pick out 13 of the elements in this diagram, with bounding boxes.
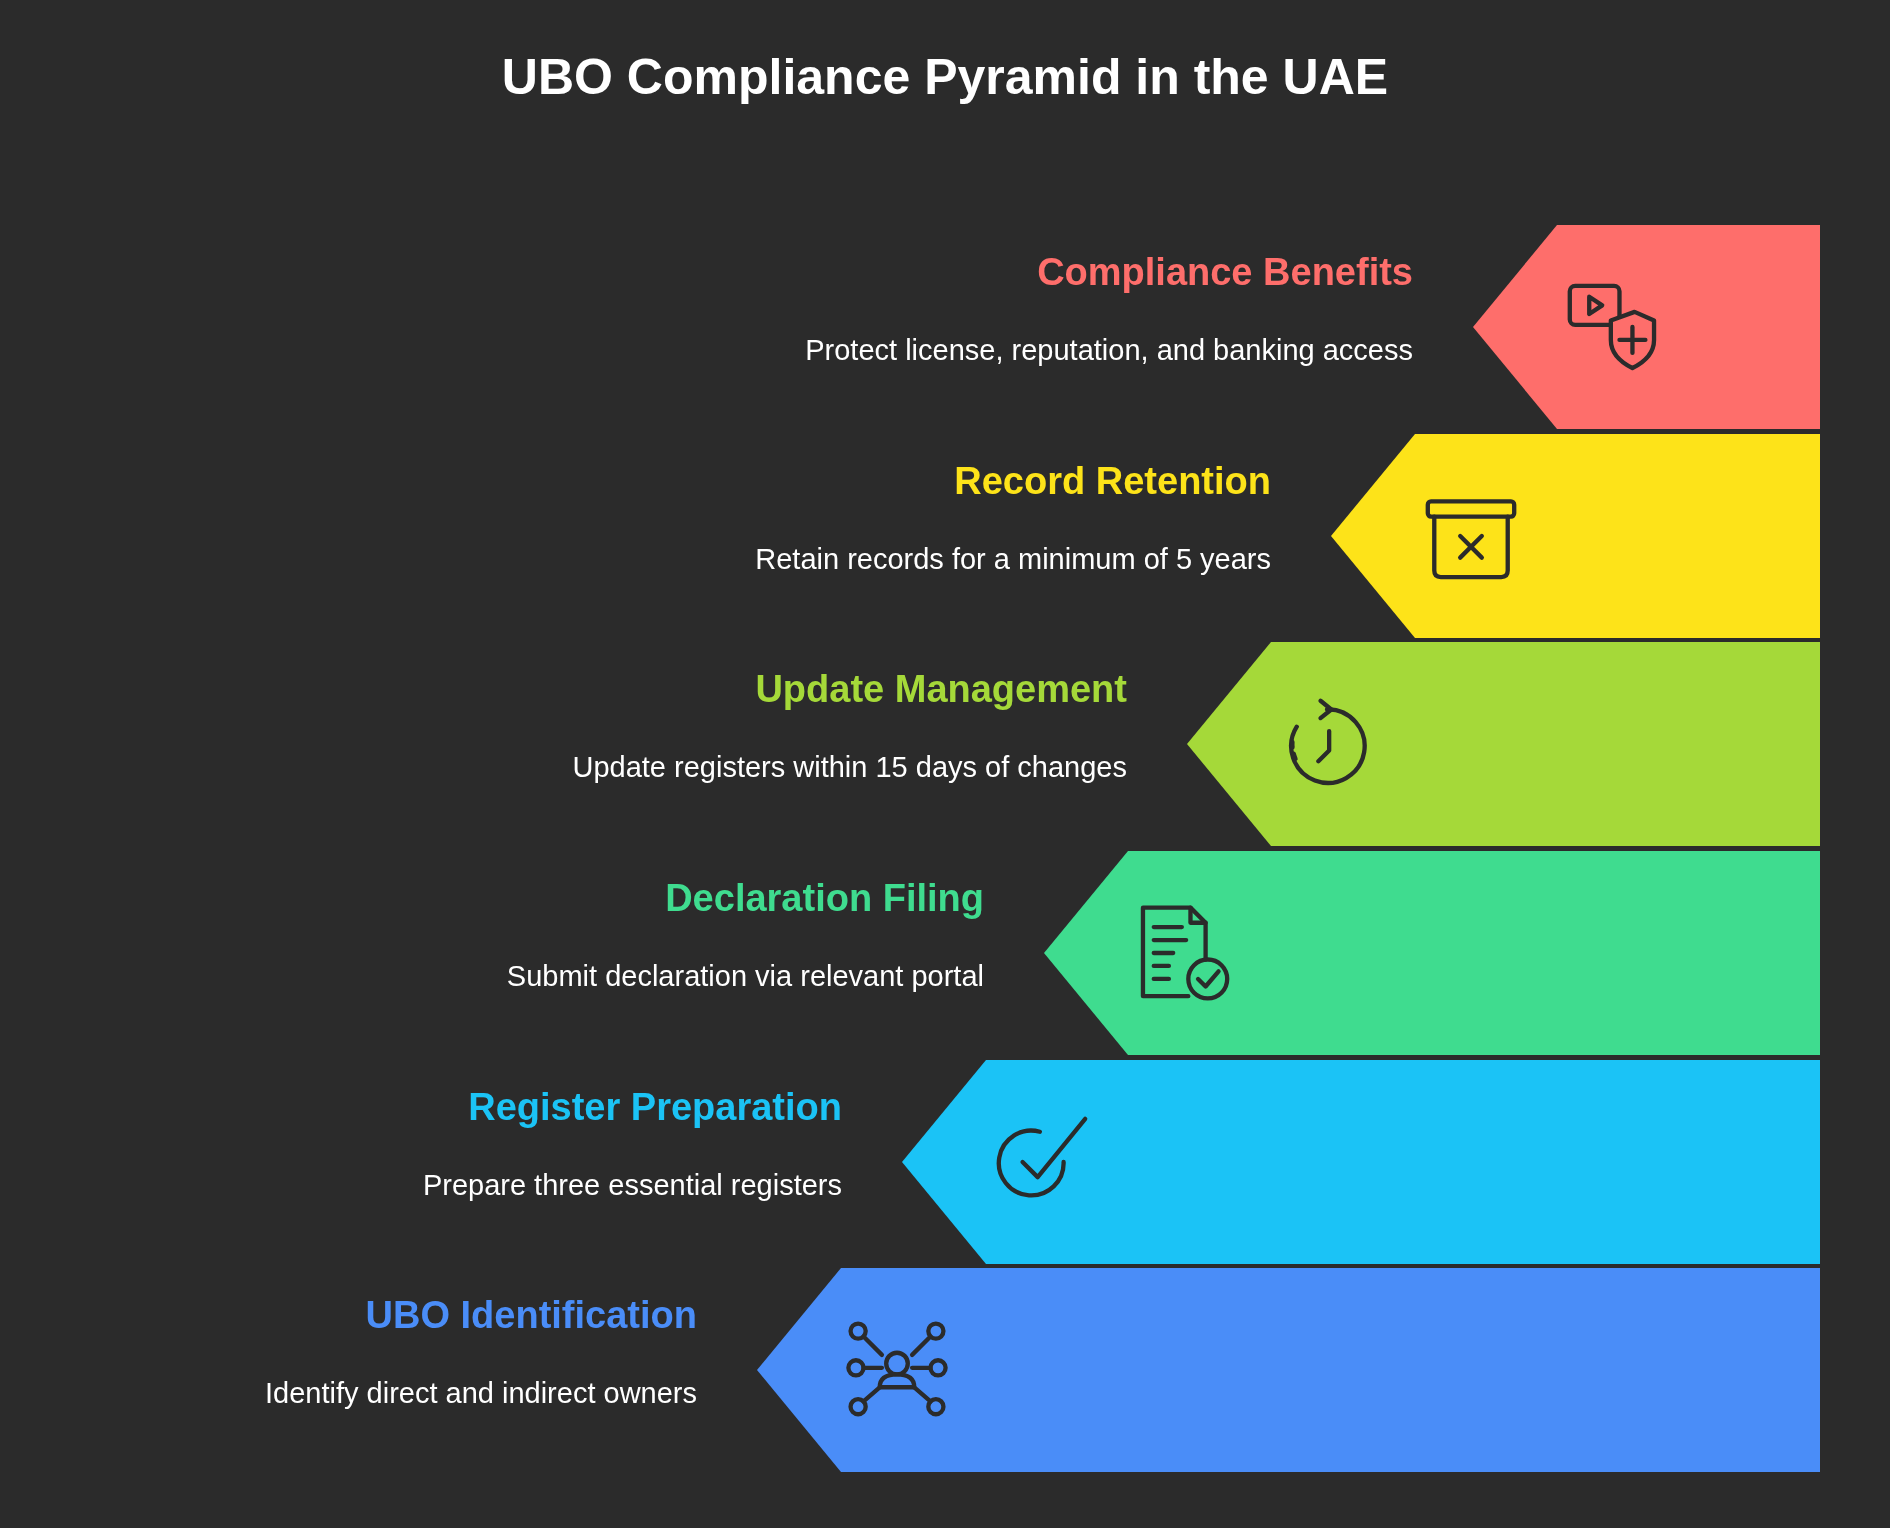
step-heading: Register Preparation bbox=[468, 1086, 842, 1129]
step-heading: UBO Identification bbox=[365, 1294, 697, 1337]
step-description: Identify direct and indirect owners bbox=[265, 1377, 697, 1410]
diagram-title: UBO Compliance Pyramid in the UAE bbox=[500, 48, 1390, 106]
step-description: Submit declaration via relevant portal bbox=[506, 960, 984, 993]
step-heading: Compliance Benefits bbox=[1037, 251, 1413, 294]
step-description: Prepare three essential registers bbox=[422, 1169, 842, 1202]
step-description: Update registers within 15 days of changes bbox=[572, 751, 1127, 784]
step-heading: Declaration Filing bbox=[665, 877, 984, 920]
step-heading: Update Management bbox=[755, 668, 1127, 711]
step-description: Retain records for a minimum of 5 years bbox=[755, 543, 1271, 576]
step-description: Protect license, reputation, and banking access bbox=[805, 334, 1413, 367]
step-heading: Record Retention bbox=[954, 460, 1271, 503]
